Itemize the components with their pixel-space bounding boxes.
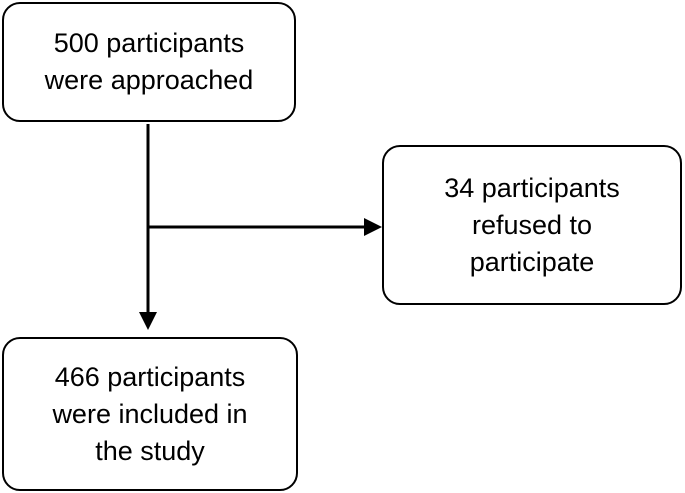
refused-line-2: refused to	[471, 209, 593, 240]
refused-box: 34 participants refused to participate	[382, 145, 682, 305]
included-line-3: the study	[95, 435, 205, 466]
approached-line-1: 500 participants	[53, 28, 245, 58]
included-text: 466 participants were included in the st…	[52, 359, 247, 470]
right-arrowhead-icon	[364, 218, 382, 236]
approached-text: 500 participants were approached	[45, 25, 254, 99]
included-line-2: were included in	[52, 398, 248, 429]
refused-text: 34 participants refused to participate	[444, 170, 620, 281]
approached-box: 500 participants were approached	[2, 2, 296, 122]
included-box: 466 participants were included in the st…	[2, 337, 298, 491]
down-arrowhead-icon	[139, 312, 157, 330]
included-line-1: 466 participants	[54, 361, 246, 392]
refused-line-1: 34 participants	[444, 172, 620, 203]
refused-line-3: participate	[469, 246, 595, 277]
approached-line-2: were approached	[44, 65, 254, 95]
